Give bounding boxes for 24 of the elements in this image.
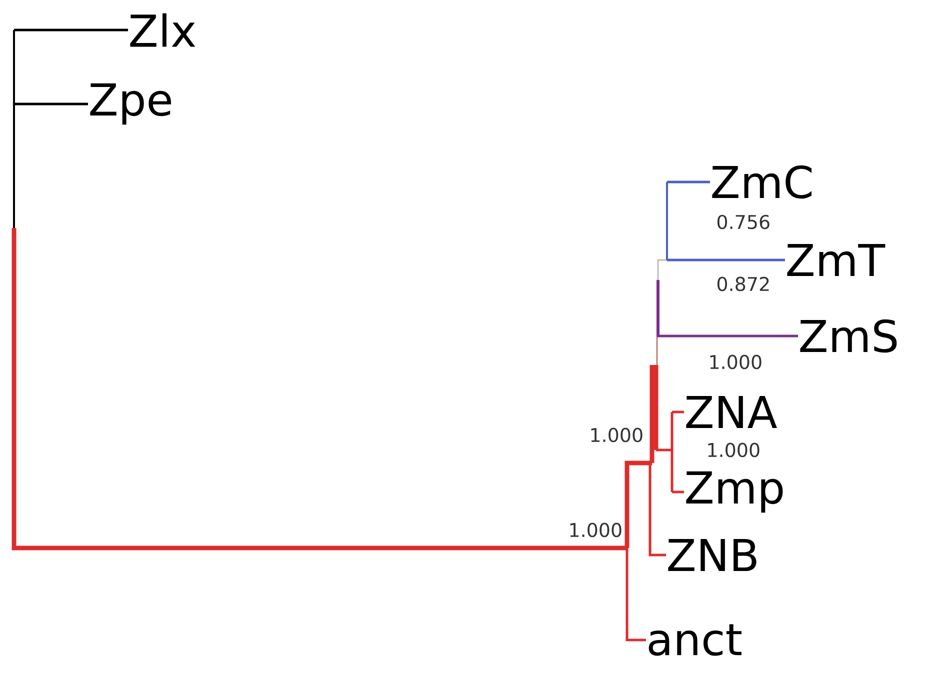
support-value: 1.000 [708,442,760,458]
support-value: 1.000 [710,354,762,370]
taxon-label: ZNB [668,538,756,572]
taxon-label: Zpe [90,83,171,125]
tree-branch [672,490,684,494]
support-value: 0.872 [717,276,769,292]
tree-branch [657,334,798,338]
support-value: 1.000 [591,428,642,442]
support-value: 1.000 [570,522,622,538]
tree-branch [667,180,710,184]
tree-branch [667,258,785,262]
tree-branch [672,410,684,414]
tree-branch [14,28,128,32]
support-value: 0.756 [717,214,770,230]
taxon-label: Zmp [686,471,783,513]
taxon-label: Zlx [130,13,196,47]
taxon-label: ZmT [787,244,886,276]
taxon-label: ZmS [800,319,897,353]
taxon-label: ZmC [712,165,812,199]
tree-branch [648,463,666,556]
taxon-label: anct [648,624,742,656]
tree-branch [14,102,88,106]
tree-branch [626,548,646,642]
taxon-label: ZNA [686,396,777,428]
